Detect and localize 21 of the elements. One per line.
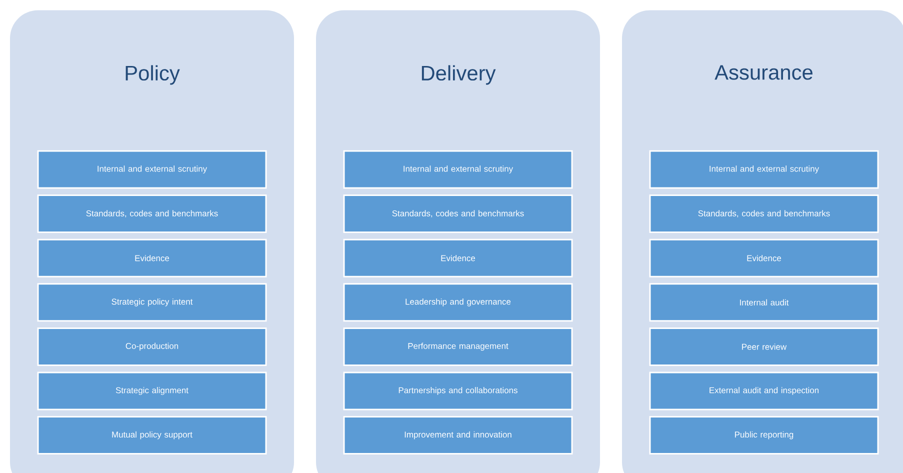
item-box: Strategic alignment [37, 372, 267, 410]
item-box: Internal audit [649, 283, 879, 322]
item-box: Standards, codes and benchmarks [649, 194, 879, 234]
item-box: Peer review [649, 327, 879, 366]
item-box: Internal and external scrutiny [37, 150, 267, 189]
item-box: Evidence [37, 238, 267, 278]
item-box: Improvement and innovation [343, 416, 573, 455]
item-box: External audit and inspection [649, 372, 879, 410]
item-box: Co-production [37, 327, 267, 366]
item-box: Evidence [649, 238, 879, 278]
item-box: Internal and external scrutiny [649, 150, 879, 189]
item-box: Leadership and governance [343, 283, 573, 322]
item-box: Evidence [343, 238, 573, 278]
item-box: Public reporting [649, 416, 879, 455]
item-box: Internal and external scrutiny [343, 150, 573, 189]
item-box: Performance management [343, 327, 573, 366]
item-box: Standards, codes and benchmarks [343, 194, 573, 234]
item-box: Strategic policy intent [37, 283, 267, 322]
item-box: Standards, codes and benchmarks [37, 194, 267, 234]
item-box: Mutual policy support [37, 416, 267, 455]
item-box: Partnerships and collaborations [343, 372, 573, 410]
